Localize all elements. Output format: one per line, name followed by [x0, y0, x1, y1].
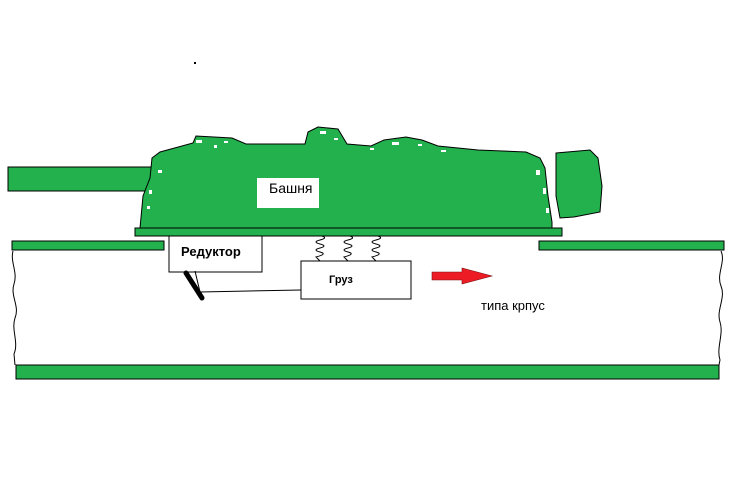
gearbox-lever: [183, 270, 205, 301]
stray-dot: [194, 62, 196, 64]
spring-3: [371, 235, 382, 262]
turret-base-plate: [134, 227, 563, 237]
load-box: [300, 260, 412, 300]
turret-label-patch: [257, 178, 319, 208]
turret-rear-box: [555, 149, 603, 219]
turret-body: [139, 126, 553, 229]
hull-top-left-plate: [11, 240, 165, 251]
hull-right-wall: [718, 250, 723, 366]
direction-arrow: [431, 267, 494, 285]
springs: [315, 235, 382, 262]
spring-1: [315, 235, 326, 262]
hull-top-right-plate: [538, 240, 725, 251]
gearbox-box: [168, 235, 263, 273]
hull-left-wall: [11, 250, 17, 366]
hull-bottom-plate: [15, 364, 720, 380]
spring-2: [343, 235, 354, 262]
turret-label: Башня: [269, 180, 313, 196]
hull-label: типа крпус: [481, 298, 545, 313]
gun-barrel: [7, 166, 155, 192]
connector-line: [194, 270, 302, 293]
load-label: Груз: [329, 274, 353, 286]
turret-texture: [147, 131, 549, 213]
gearbox-label: Редуктор: [181, 244, 241, 259]
